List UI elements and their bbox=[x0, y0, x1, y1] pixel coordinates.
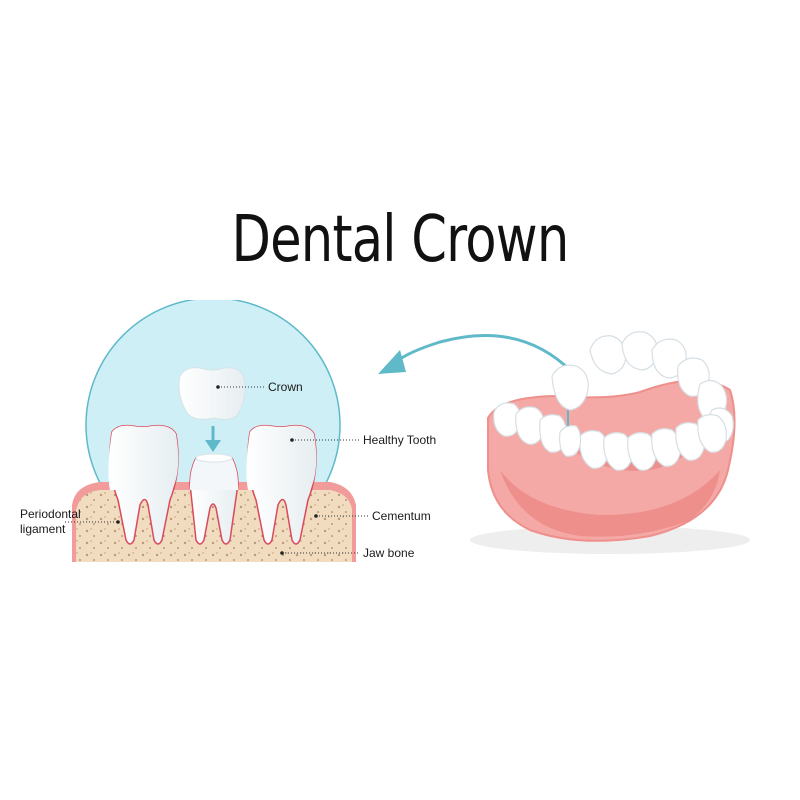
front-teeth bbox=[493, 402, 727, 471]
cross-section-diagram: Crown Healthy Tooth Cementum Jaw bone Pe… bbox=[20, 300, 436, 562]
prepared-tooth bbox=[189, 453, 239, 545]
curved-arrow-icon bbox=[378, 333, 574, 374]
down-arrow-icon bbox=[205, 426, 221, 452]
label-ligament: ligament bbox=[20, 522, 66, 536]
jaw-model bbox=[470, 331, 750, 554]
label-crown: Crown bbox=[268, 380, 303, 394]
healthy-tooth-left bbox=[108, 424, 179, 545]
label-cementum: Cementum bbox=[372, 509, 431, 523]
jaw-crown-cap bbox=[551, 364, 589, 411]
healthy-tooth-right bbox=[246, 424, 317, 545]
label-periodontal: Periodontal bbox=[20, 507, 81, 521]
jaw-bone bbox=[76, 490, 352, 562]
page-title: Dental Crown bbox=[231, 203, 569, 277]
jaw-prepared-tooth bbox=[559, 410, 582, 457]
crown-cap bbox=[178, 367, 246, 420]
back-teeth bbox=[589, 331, 734, 444]
label-healthy-tooth: Healthy Tooth bbox=[363, 433, 436, 447]
label-jaw-bone: Jaw bone bbox=[363, 546, 415, 560]
